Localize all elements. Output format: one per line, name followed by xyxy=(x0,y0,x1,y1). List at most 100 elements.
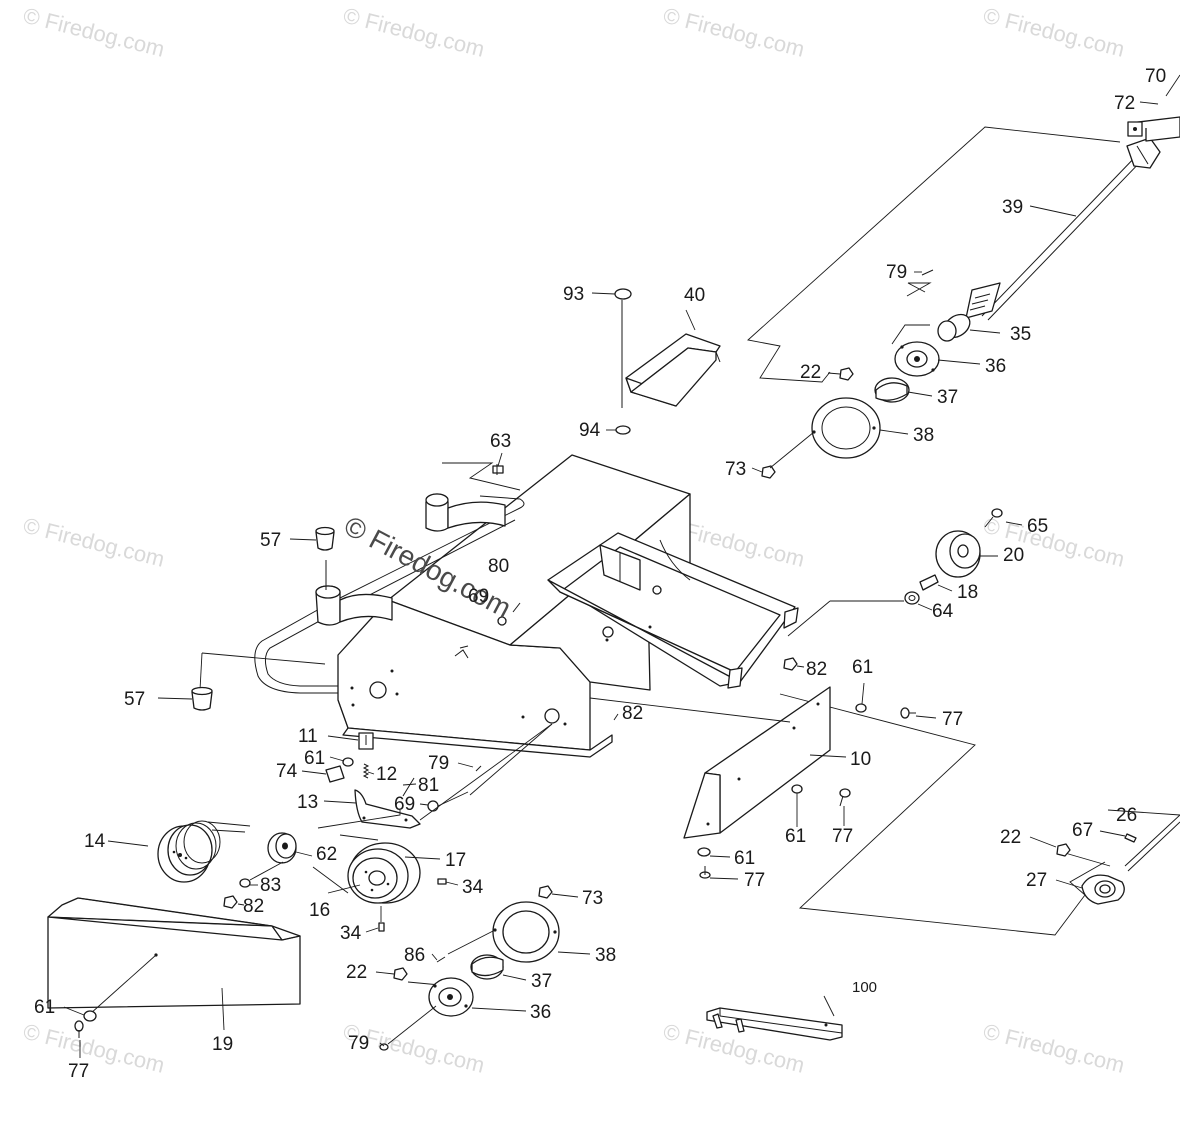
part-73-nut-b xyxy=(538,885,553,899)
part-13-arm xyxy=(354,789,421,829)
callout-57: 57 xyxy=(260,530,281,551)
part-11-bracket xyxy=(358,732,374,750)
callout-73: 73 xyxy=(725,459,746,480)
part-20-pulley xyxy=(935,530,981,578)
part-61-washer-c xyxy=(697,847,711,857)
callout-100: 100 xyxy=(852,979,877,996)
callout-22: 22 xyxy=(1000,827,1021,848)
upper-right-group-outline-b xyxy=(906,282,932,297)
part-22-nut-a xyxy=(839,367,854,381)
callout-20: 20 xyxy=(1003,545,1024,566)
part-86-screw xyxy=(436,929,496,963)
part-82-nut-b xyxy=(223,895,238,909)
callout-38: 38 xyxy=(595,945,616,966)
part-64-washer xyxy=(787,591,920,637)
lower-right-group-outline xyxy=(779,693,1106,936)
watermark: © Firedog.com xyxy=(661,3,807,62)
callout-61: 61 xyxy=(852,657,873,678)
part-69-nut-a xyxy=(497,616,507,626)
upper-right-group-outline xyxy=(747,126,1121,383)
callout-82: 82 xyxy=(806,659,827,680)
callout-57: 57 xyxy=(124,689,145,710)
callout-36: 36 xyxy=(530,1002,551,1023)
callout-69: 69 xyxy=(394,794,415,815)
callout-79: 79 xyxy=(428,753,449,774)
part-70-bracket xyxy=(1127,74,1180,142)
part-79-screw-a xyxy=(921,269,934,276)
part-14-belt xyxy=(157,820,251,883)
part-35-bushing xyxy=(937,313,971,342)
part-73-nut-a xyxy=(761,431,815,479)
callout-37: 37 xyxy=(531,971,552,992)
callout-61: 61 xyxy=(734,848,755,869)
part-38-cover xyxy=(811,397,881,459)
callout-61: 61 xyxy=(304,748,325,769)
callout-40: 40 xyxy=(684,285,705,306)
handle-frame xyxy=(199,493,525,694)
bracket-group-outline xyxy=(442,462,521,491)
callout-80: 80 xyxy=(488,556,509,577)
callout-79: 79 xyxy=(886,262,907,283)
callout-14: 14 xyxy=(84,831,106,852)
callout-81: 81 xyxy=(418,775,439,796)
part-22-nut-c xyxy=(393,967,441,986)
callout-79: 79 xyxy=(348,1033,369,1054)
part-79-screw-c xyxy=(379,1005,437,1051)
part-77-screw-b xyxy=(839,788,851,807)
callout-22: 22 xyxy=(346,962,367,983)
part-17-pulley xyxy=(312,810,421,904)
part-40-cover xyxy=(625,333,721,407)
callout-11: 11 xyxy=(298,726,318,747)
part-61-washer-d xyxy=(342,757,354,767)
callout-72: 72 xyxy=(1114,93,1135,114)
part-62-pulley xyxy=(267,832,297,864)
callout-64: 64 xyxy=(932,601,954,622)
callout-19: 19 xyxy=(212,1034,233,1055)
callout-22: 22 xyxy=(800,362,821,383)
callout-82: 82 xyxy=(243,896,264,917)
callout-63: 63 xyxy=(490,431,511,452)
part-27-bearing xyxy=(1081,874,1125,905)
callout-73: 73 xyxy=(582,888,603,909)
part-67-pin xyxy=(1124,833,1137,843)
watermark: © Firedog.com xyxy=(981,1019,1127,1078)
callout-77: 77 xyxy=(744,870,765,891)
callout-38: 38 xyxy=(913,425,934,446)
callout-26: 26 xyxy=(1116,805,1137,826)
callout-27: 27 xyxy=(1026,870,1047,891)
callout-34: 34 xyxy=(340,923,362,944)
part-37-cap xyxy=(874,377,910,403)
callout-18: 18 xyxy=(957,582,978,603)
callout-69: 69 xyxy=(468,586,489,607)
part-79-screw-b xyxy=(469,723,553,796)
part-82-nut-a xyxy=(783,657,798,671)
callout-93: 93 xyxy=(563,284,584,305)
callout-13: 13 xyxy=(297,792,318,813)
callout-10: 10 xyxy=(850,749,871,770)
callout-77: 77 xyxy=(832,826,853,847)
watermark: © Firedog.com xyxy=(341,3,487,62)
part-77-screw-a xyxy=(900,707,916,719)
part-77-screw-c xyxy=(699,866,711,879)
callout-17: 17 xyxy=(445,850,466,871)
upper-right-group-outline-c xyxy=(891,324,930,345)
leader-lines xyxy=(63,101,1180,1058)
part-34-key-a xyxy=(437,878,447,885)
watermark: © Firedog.com xyxy=(21,3,167,62)
watermark: © Firedog.com xyxy=(21,513,167,572)
callout-61: 61 xyxy=(785,826,806,847)
part-61-washer-a xyxy=(855,703,867,713)
part-69-nut-b xyxy=(419,723,553,821)
lower-right-group-outline-b xyxy=(1064,852,1111,867)
callout-35: 35 xyxy=(1010,324,1031,345)
callout-labels: 70 72 39 79 35 36 22 37 38 73 93 40 94 6… xyxy=(34,66,1166,1082)
callout-86: 86 xyxy=(404,945,425,966)
watermark: © Firedog.com xyxy=(981,3,1127,62)
watermark: © Firedog.com xyxy=(21,1019,167,1078)
main-housing xyxy=(337,454,691,758)
part-61-washer-b xyxy=(791,784,803,794)
part-94-washer xyxy=(615,425,631,435)
callout-65: 65 xyxy=(1027,516,1048,537)
callout-82: 82 xyxy=(622,703,643,724)
part-39-shaft xyxy=(965,137,1161,321)
